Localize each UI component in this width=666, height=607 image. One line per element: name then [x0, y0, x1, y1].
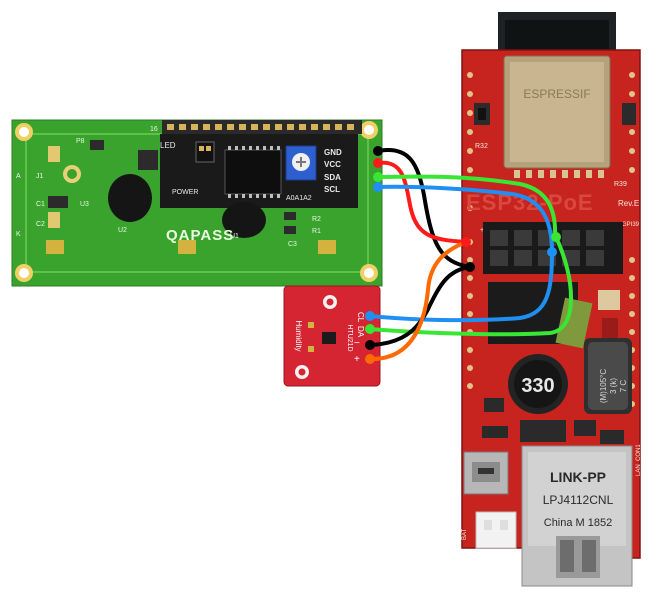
wire-lcd-sda — [376, 174, 558, 238]
jack-origin: China M 1852 — [544, 517, 613, 529]
lcd-header — [162, 120, 362, 134]
rev-label: Rev.E — [618, 199, 639, 208]
cap-text-1: (M)105°C — [599, 369, 608, 404]
board-name: ESP32-PoE — [466, 190, 594, 215]
sensor-label: Humidity — [294, 320, 303, 351]
dot-lcd-vcc — [373, 158, 383, 168]
dot-esp-gnd — [465, 262, 475, 272]
silk-u1: U1 — [230, 233, 239, 240]
silk-p8: P8 — [76, 138, 85, 145]
silk-r1: R1 — [312, 228, 321, 235]
address-label: A0A1A2 — [286, 195, 312, 202]
dot-sensor-cl — [365, 311, 375, 321]
battery-connector — [475, 511, 517, 549]
pin-sda-label: SDA — [324, 173, 341, 182]
wire-sensor-gnd — [368, 265, 472, 347]
sensor-pin-cl: CL — [356, 312, 365, 323]
r32-label: R32 — [475, 143, 488, 150]
jack-model: LPJ4112CNL — [543, 493, 614, 507]
silk-j1: J1 — [36, 173, 44, 180]
wires — [365, 146, 573, 364]
cap-text-3: 7 C — [619, 380, 628, 393]
wire-sensor-vcc — [368, 240, 468, 362]
led-label: LED — [160, 141, 176, 150]
lcd-driver-blob-2 — [222, 202, 266, 238]
silk-c1: C1 — [36, 201, 45, 208]
pcf8574-chip — [224, 149, 282, 195]
r39-label: R39 — [614, 181, 627, 188]
gpio39-label: GPI39 — [622, 222, 640, 228]
htu21d-chip — [322, 332, 336, 344]
brand-label: QAPASS — [166, 227, 234, 244]
dot-lcd-gnd — [373, 146, 383, 156]
lcd-i2c-module: 16 LED POWER A0A1A2 GND VCC SDA SCL — [11, 119, 383, 287]
wire-lcd-gnd — [376, 147, 472, 269]
silk-u3: U3 — [80, 201, 89, 208]
led-jumper — [195, 141, 215, 163]
power-label: POWER — [172, 189, 198, 196]
dot-lcd-sda — [373, 172, 383, 182]
dot-esp-scl — [547, 247, 557, 257]
lan-connector-label: LAN_CON1 — [636, 444, 642, 476]
wire-sensor-cl — [368, 250, 554, 323]
sensor-pin-plus: + — [354, 354, 360, 365]
cap-text-2: 3 (k) — [609, 378, 618, 394]
sensor-pin-da: DA — [356, 326, 365, 338]
dot-lcd-scl — [373, 182, 383, 192]
wire-lcd-vcc — [376, 160, 468, 244]
contrast-pot — [285, 145, 317, 181]
inductor-label: 330 — [521, 375, 554, 397]
silk-a: A — [16, 173, 21, 180]
silk-c3: C3 — [288, 241, 297, 248]
dot-esp-sda — [551, 232, 561, 242]
silk-k: K — [16, 231, 21, 238]
lcd-driver-blob-1 — [108, 174, 152, 222]
user-button — [622, 103, 636, 125]
pin16-label: 16 — [150, 126, 158, 133]
dot-sensor-gnd — [365, 340, 375, 350]
pin-gnd-label: GND — [324, 148, 342, 157]
htu21d-sensor-board: Humidity HTU21D CL DA − + — [283, 285, 381, 387]
pin-vcc-label: VCC — [324, 160, 341, 169]
esp32-poe-board: ESPRESSIF R32 R39 Rev.E GPI39 ESP32-PoE … — [461, 12, 642, 587]
sensor-pin-minus: − — [354, 338, 360, 349]
wire-lcd-scl — [376, 184, 554, 254]
pin-scl-label: SCL — [324, 185, 340, 194]
dot-sensor-da — [365, 324, 375, 334]
bat-label: BAT — [462, 528, 468, 540]
dot-sensor-vcc — [365, 354, 375, 364]
jack-brand: LINK-PP — [550, 469, 606, 485]
silk-c2: C2 — [36, 221, 45, 228]
sensor-chip-label: HTU21D — [346, 324, 353, 351]
silk-u2: U2 — [118, 227, 127, 234]
silk-r2: R2 — [312, 216, 321, 223]
svg-text:ESPRESSIF: ESPRESSIF — [523, 87, 590, 101]
dot-esp-vcc — [461, 237, 471, 247]
